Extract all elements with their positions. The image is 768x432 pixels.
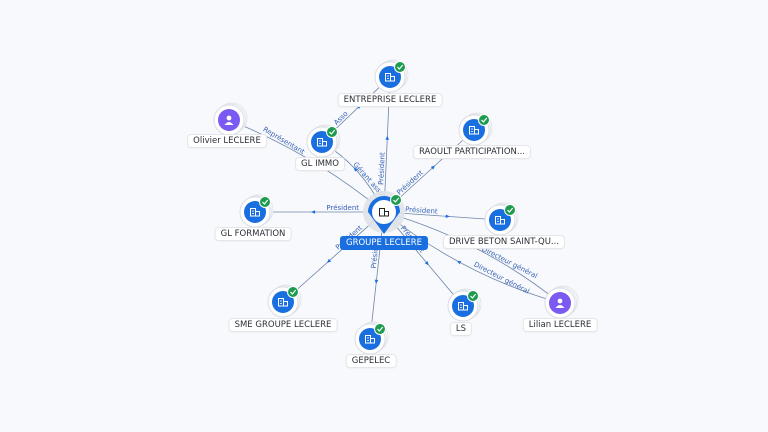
edge-label: Président (370, 235, 382, 269)
building-icon (495, 216, 505, 225)
building-icon (317, 138, 327, 147)
building-icon (458, 302, 468, 311)
node-label-groupe[interactable]: GROUPE LECLERE (339, 236, 429, 250)
edge-arrow (445, 214, 450, 219)
edge-line (383, 211, 561, 304)
node-olivier[interactable] (213, 102, 248, 136)
verified-check-icon (504, 204, 516, 216)
node-label-raoult[interactable]: RAOULT PARTICIPATION... (413, 146, 531, 158)
user-icon (224, 115, 234, 125)
node-glimmo[interactable] (306, 124, 341, 158)
building-icon (250, 208, 260, 217)
verified-check-icon (374, 323, 386, 335)
edge-lilian-groupe: Directeur général (383, 211, 561, 304)
node-label-entreprise[interactable]: ENTREPRISE LECLERE (338, 94, 442, 106)
building-icon (379, 208, 389, 217)
edge-arrow (385, 135, 390, 140)
node-label-sme[interactable]: SME GROUPE LECLERE (229, 319, 337, 331)
verified-check-icon (478, 114, 490, 126)
edge-arrow (456, 260, 462, 265)
verified-check-icon (467, 290, 479, 302)
edge-label: Représentant (262, 125, 307, 156)
edge-label: Président (395, 169, 425, 197)
edge-line (383, 211, 561, 304)
node-ls[interactable] (447, 288, 482, 322)
verified-check-icon (390, 194, 402, 206)
edge-label: Président (326, 204, 359, 212)
edge-label: Président (377, 152, 386, 185)
nodes-layer (213, 59, 579, 355)
building-icon (278, 298, 288, 307)
edge-arrow (353, 167, 358, 172)
building-icon (469, 126, 479, 135)
edge-arrow (430, 165, 435, 170)
verified-check-icon (394, 61, 406, 73)
node-gepelec[interactable] (354, 321, 389, 355)
node-label-drive[interactable]: DRIVE BETON SAINT-QU... (443, 236, 565, 248)
user-icon (555, 298, 565, 308)
edge-arrow (311, 210, 316, 214)
building-icon (385, 73, 395, 82)
node-drive[interactable] (484, 202, 519, 236)
node-groupe[interactable] (363, 191, 405, 234)
edge-label: Président (405, 205, 438, 215)
verified-check-icon (259, 196, 271, 208)
edge-arrow (326, 258, 332, 263)
node-label-gepelec[interactable]: GEPELEC (346, 355, 396, 367)
node-lilian[interactable] (544, 285, 579, 319)
node-label-ls[interactable]: LS (450, 323, 472, 335)
verified-check-icon (287, 286, 299, 298)
node-label-glformation[interactable]: GL FORMATION (215, 228, 291, 240)
edge-lilian-groupe: Directeur général (383, 211, 561, 304)
node-glformation[interactable] (239, 194, 274, 228)
node-label-olivier[interactable]: Olivier LECLERE (188, 135, 266, 147)
building-icon (365, 335, 375, 344)
edge-arrow (374, 279, 379, 284)
verified-check-icon (326, 126, 338, 138)
node-entreprise[interactable] (374, 59, 409, 93)
edge-arrow (424, 261, 429, 266)
node-label-glimmo[interactable]: GL IMMO (296, 158, 344, 170)
node-raoult[interactable] (458, 112, 493, 146)
node-label-lilian[interactable]: Lilian LECLERE (523, 319, 597, 331)
node-sme[interactable] (267, 284, 302, 318)
